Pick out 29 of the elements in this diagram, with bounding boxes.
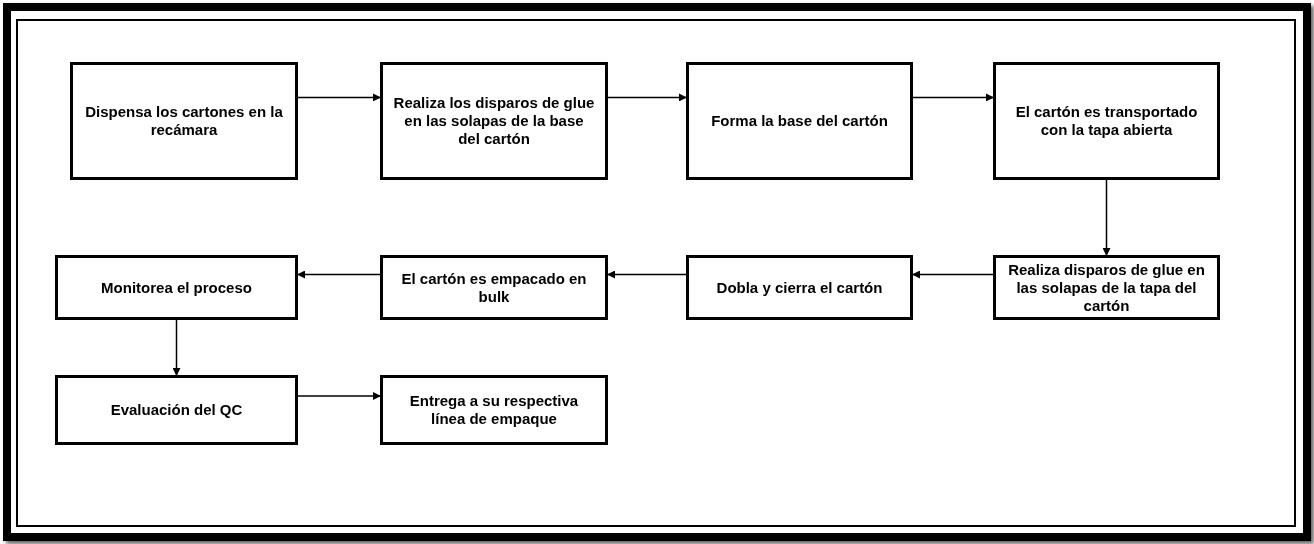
- process-box: [70, 62, 298, 180]
- process-box: [686, 255, 913, 320]
- arrow: [297, 93, 381, 102]
- process-box: [380, 62, 608, 180]
- arrow: [297, 392, 381, 400]
- arrow: [912, 93, 994, 102]
- process-box: [686, 62, 913, 180]
- step-text: Evaluación del QC: [110, 401, 243, 419]
- process-box: [55, 255, 298, 320]
- step-text: Monitorea el proceso: [101, 278, 252, 297]
- process-box: [55, 375, 298, 445]
- arrow: [1102, 179, 1111, 256]
- step-text: Realiza los disparos de glue en las solapas de la base del cartón: [393, 94, 595, 148]
- step-text: Realiza disparos de glue en las solapas de la tapa del cartón: [1007, 260, 1206, 315]
- step-text: El cartón es transportado con la tapa abierta: [1014, 103, 1199, 139]
- arrow: [297, 270, 381, 279]
- arrow: [172, 319, 181, 376]
- step-text: El cartón es empacado en bulk: [400, 269, 588, 306]
- step-text: Forma la base del cartón: [711, 112, 888, 130]
- arrow: [607, 93, 687, 102]
- arrow: [607, 270, 687, 279]
- step-text: Entrega a su respectiva línea de empaque: [408, 392, 580, 428]
- arrow: [912, 270, 994, 279]
- process-box: [993, 255, 1220, 320]
- process-box: [380, 375, 608, 445]
- process-box: [993, 62, 1220, 180]
- step-text: Dispensa los cartones en la recámara: [84, 103, 284, 139]
- step-text: Dobla y cierra el cartón: [716, 278, 883, 297]
- process-box: [380, 255, 608, 320]
